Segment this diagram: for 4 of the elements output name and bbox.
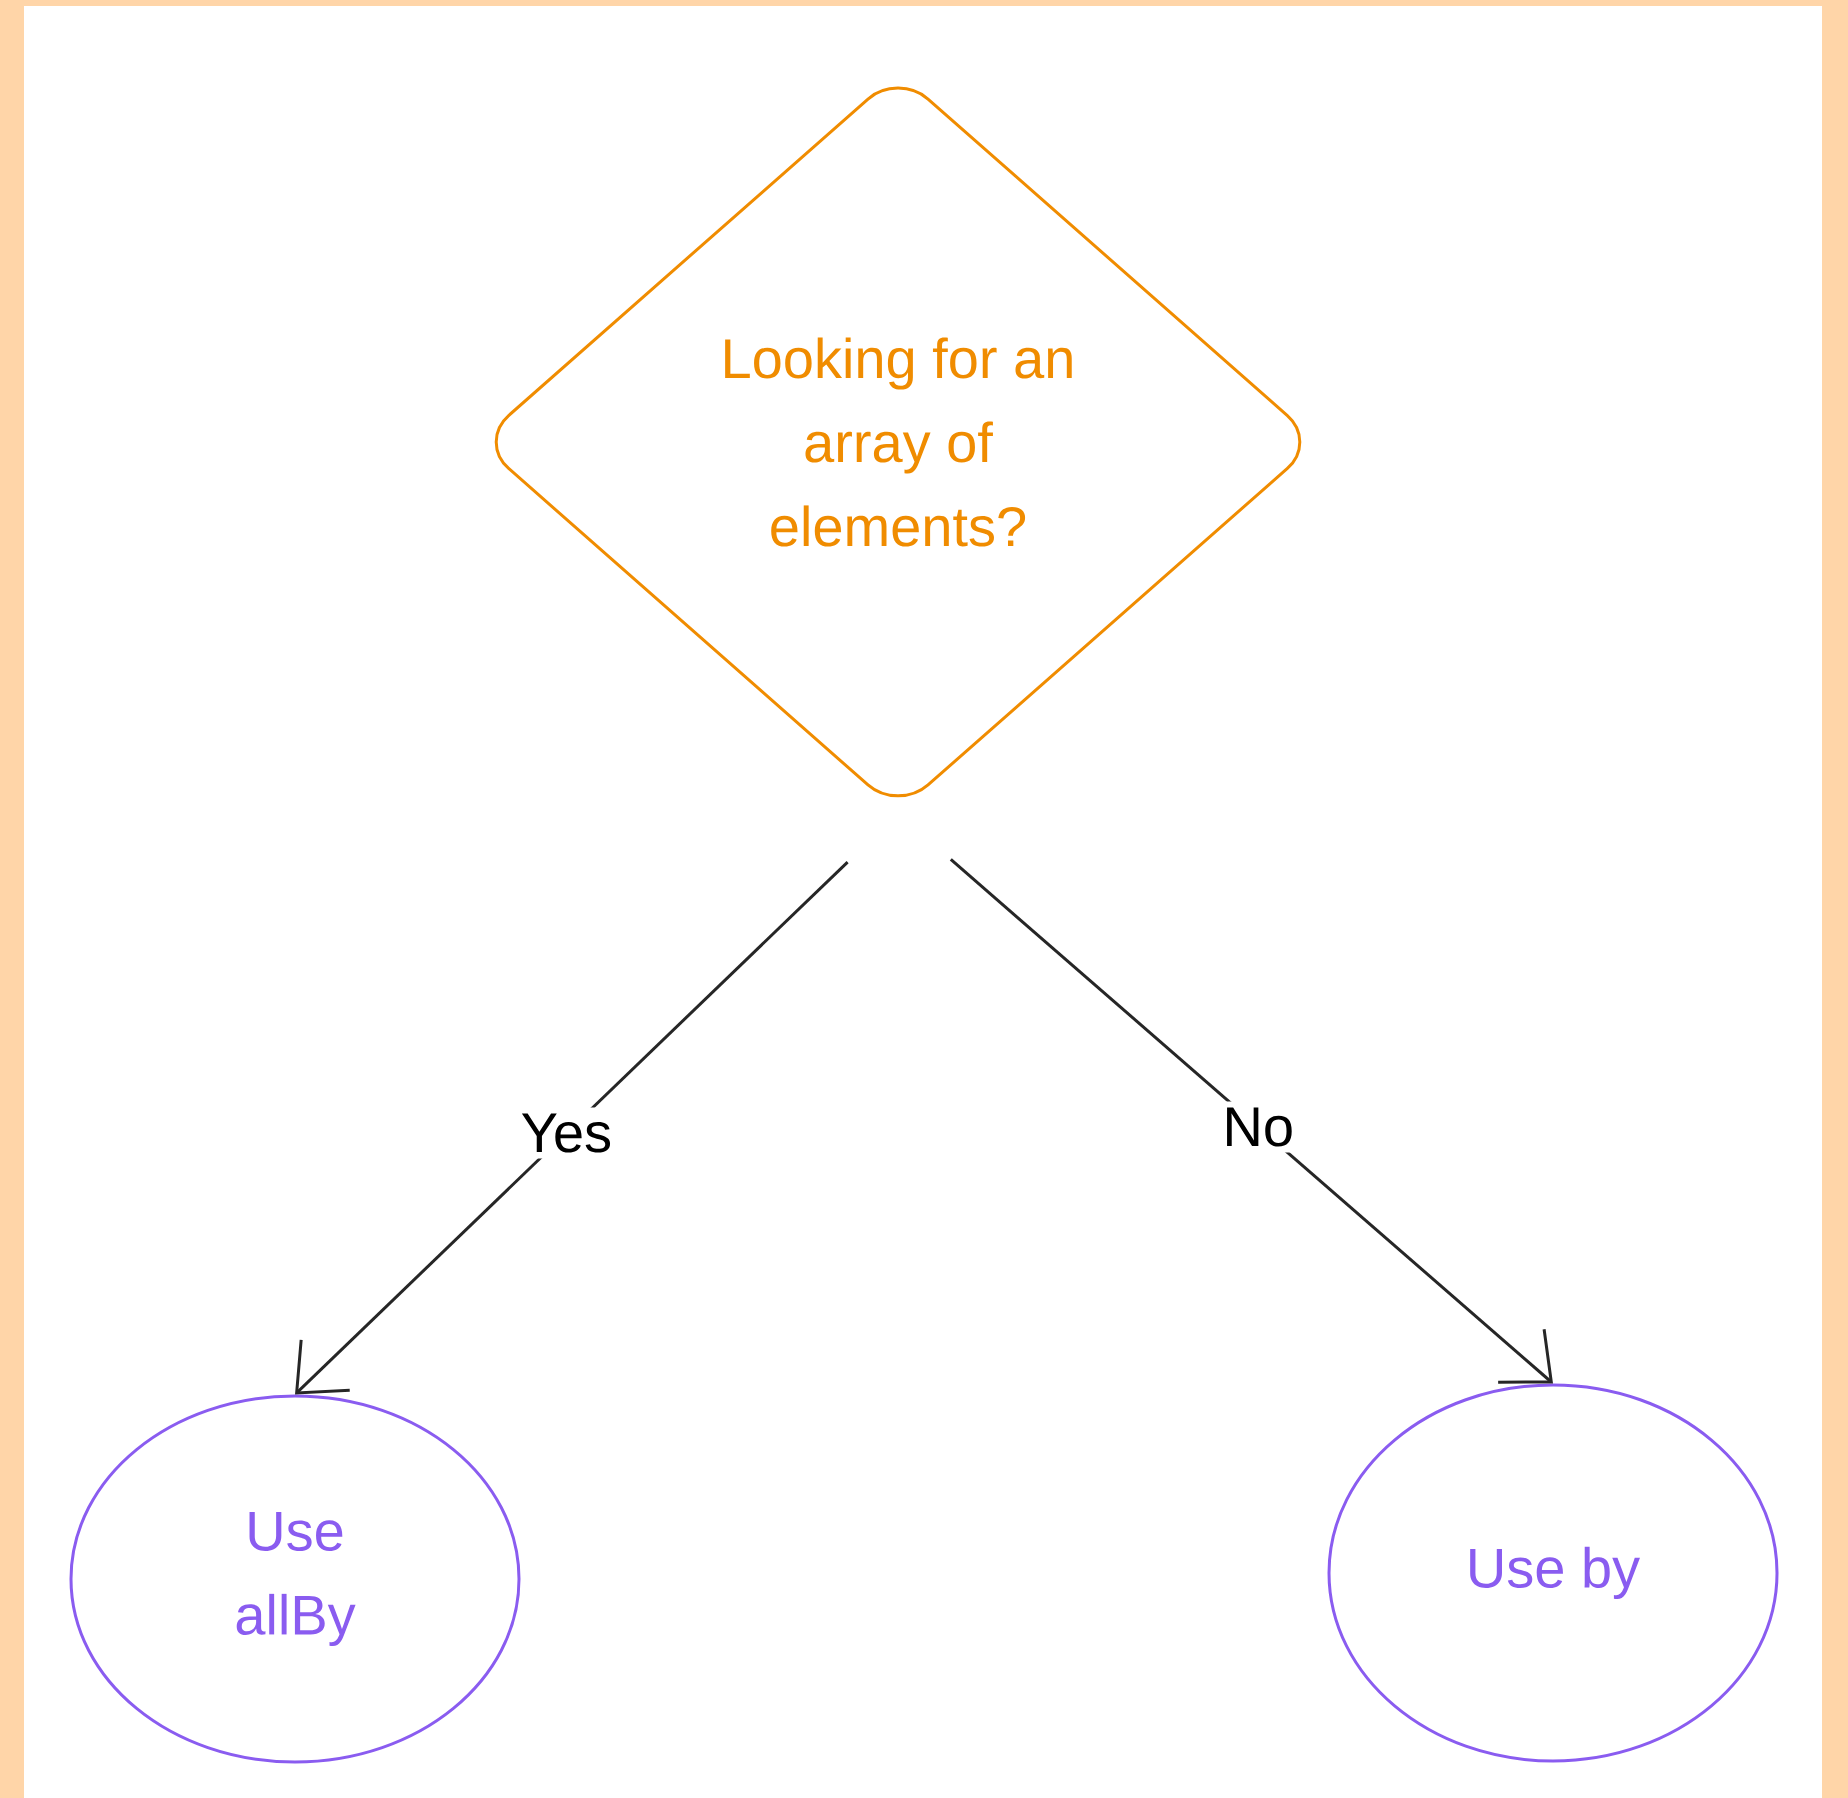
edge-label: No: [1227, 1107, 1292, 1147]
arrow: [295, 860, 849, 1395]
arrow: [949, 858, 1553, 1384]
edge-label: Yes: [521, 1113, 611, 1153]
